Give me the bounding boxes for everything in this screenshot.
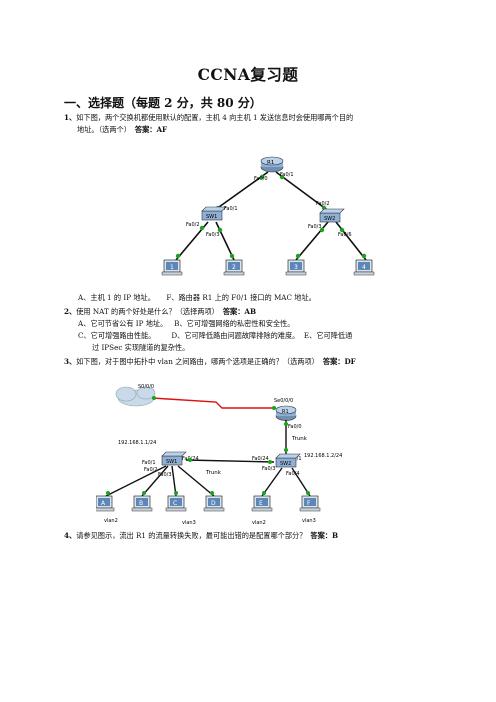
host-label: D [211,500,216,507]
pc-icon [223,259,245,276]
vlan-label: vlan3 [182,520,196,526]
switch-icon [161,451,187,466]
vlan-label: vlan2 [104,518,118,524]
switch-label: SW1 [206,214,217,220]
interface-label: Fa0/24 [252,456,269,462]
question-text: 如下图，两个交换机都使用默认的配置，主机 4 向主机 1 发送信息时会使用哪两个… [76,113,354,122]
interface-label: Fa0/2 [316,201,330,207]
ip-label: 192.168.1.1/24 [118,440,156,446]
question-2-options: A、它可节省公有 IP 地址。 B、它可增强网络的私密性和安全性。 [78,319,295,328]
host-label: 2 [232,264,236,271]
interface-label: Fa0/3 [262,466,276,472]
interface-label: Fa0/1 [224,206,238,212]
router-label: R1 [267,160,274,166]
pc-icon [353,259,375,276]
answer-label: 答案：DF [322,357,356,366]
question-text: 使用 NAT 的两个好处是什么？（选择两项） [76,307,219,316]
network-diagram-2: S0/0/0 Se0/0/0 R1 Fa0/0 Trunk Fa0/1 192.… [96,384,342,526]
host-label: F [307,500,311,507]
trunk-label: Trunk [291,436,308,442]
switch-label: SW1 [166,459,177,465]
question-1-options: A、主机 1 的 IP 地址。 F、路由器 R1 上的 F0/1 接口的 MAC… [78,293,316,302]
switch-label: SW2 [280,461,291,467]
question-text-cont: 地址。（选两个） [77,124,131,134]
question-text: 请参见图示，流出 R1 的流量转换失败，最可能出错的是配置哪个部分？ [76,531,307,540]
switch-icon [201,206,227,221]
question-2-options: C、它可增强路由性能。 D、它可降低路由问题故障排除的难度。 E、它可降低通 [78,331,353,340]
interface-label: Fa0/3 [158,472,172,478]
interface-label: Fa0/1 [142,460,156,466]
pc-icon [96,495,115,512]
answer-label: 答案：B [310,531,339,540]
interface-label: Fa0/6 [338,232,352,238]
host-label: 3 [294,264,298,271]
router-label: R1 [282,409,289,415]
answer-label: 答案：AB [222,307,257,316]
pc-icon [203,495,225,512]
interface-label: Fa0/2 [144,467,158,473]
question-text: 如下图，对于图中拓扑中 vlan 之间路由，哪两个选项是正确的？（选两项） [76,357,319,366]
ip-label: 192.168.1.2/24 [304,453,342,459]
host-label: E [259,500,263,507]
host-label: A [101,500,106,507]
question-2-options: 过 IPSec 实现隧道的复杂性。 [92,343,190,352]
host-label: B [139,500,143,507]
section-heading: 一、选择题（每题 2 分，共 80 分） [64,96,262,110]
interface-label: Fa0/3 [308,224,322,230]
router-icon [260,156,284,173]
vlan-label: vlan2 [252,520,266,526]
interface-label: Fa0/2 [186,222,200,228]
pc-icon [131,495,153,512]
switch-icon [275,453,301,468]
interface-label: S0/0/0 [138,384,154,390]
question-1: 1、如下图，两个交换机都使用默认的配置，主机 4 向主机 1 发送信息时会使用哪… [64,112,444,135]
pc-icon [285,259,307,276]
question-number: 2、 [64,307,77,316]
host-label: 1 [170,264,174,271]
pc-icon [165,495,187,512]
question-2: 2、使用 NAT 的两个好处是什么？（选择两项）答案：AB [64,306,444,318]
vlan-label: vlan3 [302,518,316,524]
page-title: CCNA复习题 [197,65,299,84]
pc-icon [251,495,273,512]
interface-label: Fa0/3 [206,232,220,238]
question-3: 3、如下图，对于图中拓扑中 vlan 之间路由，哪两个选项是正确的？（选两项）答… [64,356,444,368]
interface-label: Fa0/1 [280,172,294,178]
network-diagram-1: R1 Fa0/0 Fa0/1 SW1 Fa0/1 Fa0/2 Fa0/3 SW2… [161,156,375,276]
answer-label: 答案：AF [134,124,168,134]
question-4: 4、请参见图示，流出 R1 的流量转换失败，最可能出错的是配置哪个部分？答案：B [64,530,444,542]
question-number: 3、 [64,357,77,366]
question-number: 1、 [64,113,77,122]
interface-label: Fa0/0 [288,424,302,430]
trunk-label: Trunk [205,470,222,476]
interface-label: Fa0/0 [254,176,268,182]
router-icon [275,405,297,421]
interface-label: Se0/0/0 [274,398,293,404]
pc-icon [161,259,183,276]
switch-icon [319,208,345,223]
host-label: 4 [362,264,366,271]
pc-icon [299,495,321,512]
switch-label: SW2 [324,216,335,222]
question-number: 4、 [64,531,77,540]
interface-label: Fa0/4 [286,471,300,477]
cloud-icon [115,386,156,407]
host-label: C [173,500,177,507]
